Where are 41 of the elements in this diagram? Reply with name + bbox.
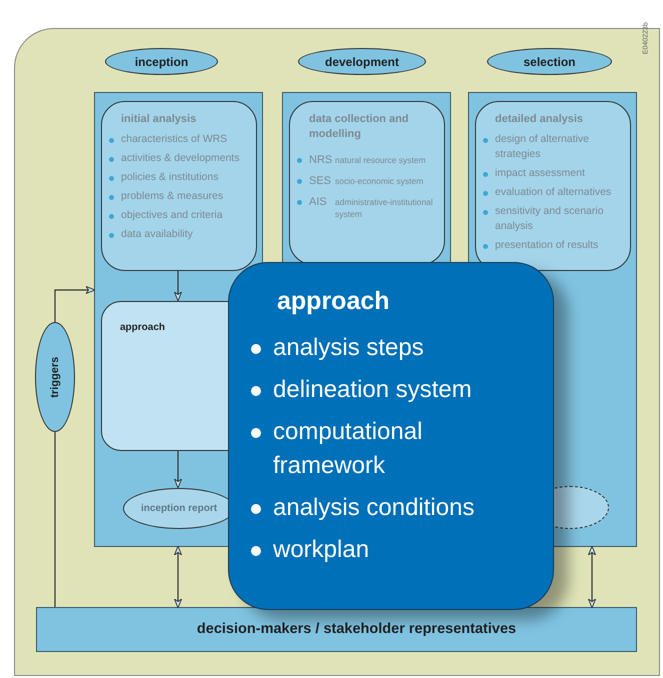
card-heading: approach: [276, 286, 391, 317]
arrow: [174, 270, 182, 302]
card-item: analysis conditions: [273, 492, 474, 522]
list-item: sensitivity and scenario analysis: [495, 204, 605, 234]
arrow: [174, 546, 182, 608]
abbreviation: AIS: [309, 195, 328, 210]
list-item: design of alternative strategies: [495, 132, 590, 162]
step-box: [475, 101, 631, 271]
list-item: activities & developments: [121, 151, 240, 166]
magnified-callout-tooltip: [228, 262, 554, 610]
arrow: [588, 546, 596, 608]
list-item: evaluation of alternatives: [495, 185, 612, 200]
list-item: characteristics of WRS: [121, 132, 228, 147]
list-item: objectives and criteria: [121, 208, 223, 223]
list-item: presentation of results: [495, 238, 598, 253]
oval-label: triggers: [48, 356, 62, 398]
box-heading: detailed analysis: [494, 112, 584, 126]
list-item: data availability: [121, 227, 193, 242]
step-box: [101, 101, 257, 271]
list-item: policies & institutions: [121, 170, 218, 185]
abbreviation: NRS: [309, 153, 334, 168]
stakeholder-bar: [36, 607, 637, 652]
card-item: workplan: [273, 534, 370, 564]
abbreviation-meaning: socio-economic system: [335, 175, 424, 188]
list-item: impact assessment: [495, 166, 585, 181]
bar-label: decision-makers / stakeholder representatives: [196, 620, 516, 639]
oval-label: inception report: [140, 502, 218, 516]
box-heading: data collection and modelling: [308, 112, 410, 142]
phase-title: selection: [523, 54, 576, 70]
arrow: [174, 450, 182, 488]
arrow: [54, 286, 96, 322]
card-item: delineation system: [273, 374, 472, 404]
box-heading: initial analysis: [120, 112, 198, 126]
list-item: problems & measures: [121, 189, 224, 204]
box-heading: approach: [120, 322, 166, 333]
abbreviation-meaning: administrative-institutional system: [335, 196, 434, 220]
abbreviation-meaning: natural resource system: [335, 154, 426, 167]
phase-title: inception: [134, 54, 188, 70]
abbreviation: SES: [309, 174, 332, 189]
card-item: analysis steps: [273, 332, 424, 362]
phase-title: development: [324, 54, 399, 70]
